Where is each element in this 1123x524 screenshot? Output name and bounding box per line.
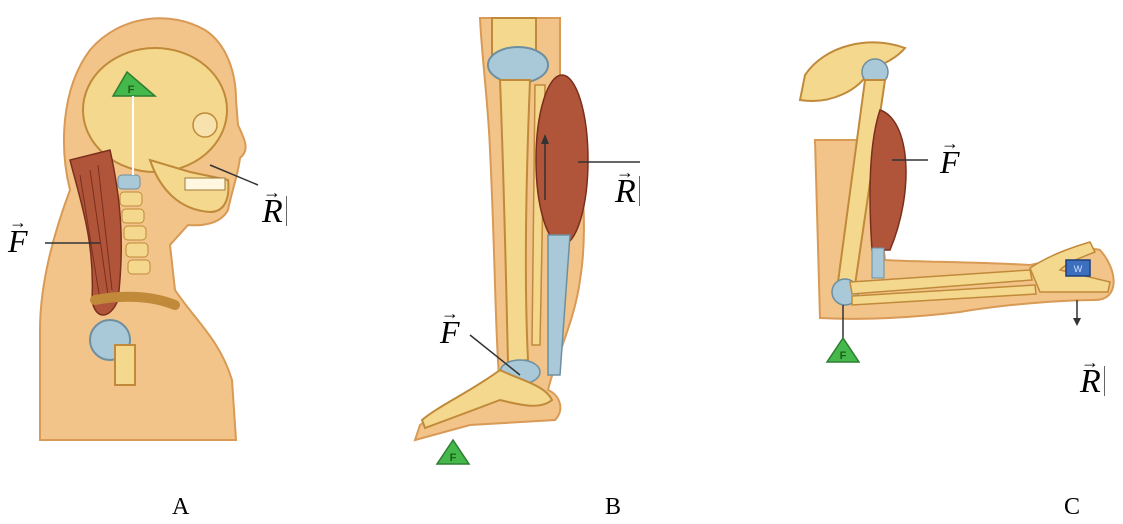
resistance-label-c: →R <box>1080 365 1105 399</box>
resistance-arrowhead-c <box>1073 318 1081 326</box>
caption-c: C <box>1064 494 1080 521</box>
effort-label-c: →F <box>940 146 960 178</box>
figure-a-head-neck: F <box>40 18 258 440</box>
fulcrum-label-c: F <box>840 350 847 362</box>
resistance-label-b: →R <box>615 175 640 209</box>
teeth <box>185 178 225 190</box>
humerus-bone <box>115 345 135 385</box>
vector-arrow-icon: → <box>616 163 634 181</box>
vector-arrow-icon: → <box>441 304 459 322</box>
effort-label-a: →F <box>8 225 28 257</box>
calf-muscle <box>536 75 588 245</box>
vector-arrow-icon: → <box>1081 353 1099 371</box>
bar-mark <box>639 176 640 206</box>
vector-arrow-icon: → <box>941 134 959 152</box>
scapula-bone <box>800 42 905 101</box>
effort-label-b: →F <box>440 316 460 348</box>
fulcrum-label-a: F <box>128 84 135 96</box>
vector-arrow-icon: → <box>263 183 281 201</box>
biceps-tendon <box>872 248 884 278</box>
eye-socket <box>193 113 217 137</box>
bar-mark <box>1104 366 1105 396</box>
bar-mark <box>286 196 287 226</box>
fulcrum-label-b: F <box>450 452 457 464</box>
figure-b-leg: F <box>415 18 640 464</box>
knee-joint <box>488 47 548 83</box>
vector-arrow-icon: → <box>9 213 27 231</box>
resistance-label-a: →R <box>262 195 287 229</box>
caption-a: A <box>172 494 189 521</box>
figure-c-arm: W F <box>800 42 1114 362</box>
caption-b: B <box>605 494 621 521</box>
biceps-muscle <box>870 110 906 250</box>
weight-label: W <box>1074 264 1083 274</box>
